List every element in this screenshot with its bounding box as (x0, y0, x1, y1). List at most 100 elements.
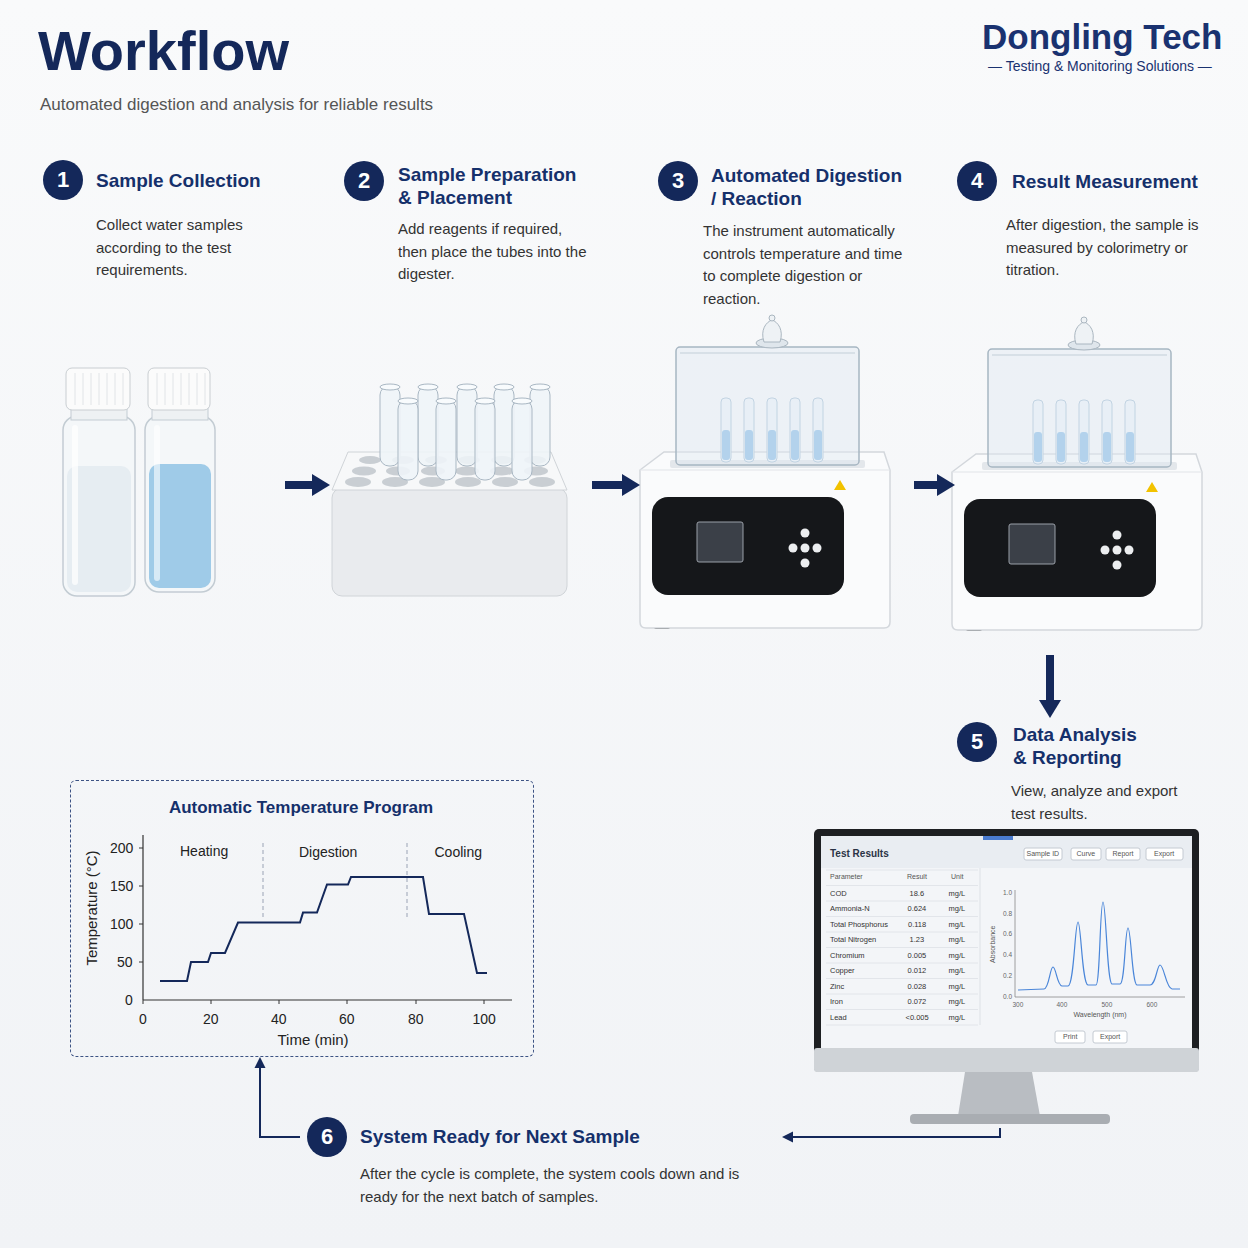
monitor (1018, 902, 1180, 990)
tick-label: 40 (271, 1011, 287, 1028)
tick-label: 0.2 (1003, 972, 1012, 980)
table-header: Parameter (830, 873, 863, 881)
step-heading: Data Analysis & Reporting (1013, 723, 1148, 769)
connector-line (792, 1128, 1000, 1137)
step-heading: Result Measurement (1012, 170, 1223, 193)
phase-label: Heating (180, 843, 228, 860)
table-cell: mg/L (949, 966, 966, 975)
table-header: Result (907, 873, 927, 881)
table-cell: COD (830, 889, 847, 898)
tube-rack (529, 477, 555, 487)
tube-rack (475, 400, 495, 480)
table-cell: Copper (830, 966, 855, 975)
tick-label: 50 (117, 954, 133, 971)
table-cell: mg/L (949, 951, 966, 960)
screen-button: Export (1154, 850, 1174, 858)
temperature-chart (263, 843, 264, 918)
tube-rack (398, 400, 418, 480)
tick-label: 100 (110, 916, 133, 933)
arrow-head (937, 474, 955, 496)
monitor (1093, 1031, 1127, 1043)
axis-title: Wavelength (nm) (1074, 1011, 1127, 1019)
step-description: The instrument automatically controls te… (703, 220, 903, 310)
tube-rack (418, 384, 438, 390)
table-cell: mg/L (949, 889, 966, 898)
table-cell: Iron (830, 997, 843, 1006)
step-number: 2 (344, 161, 384, 201)
digester (952, 317, 1202, 631)
table-cell: 0.072 (908, 997, 927, 1006)
tick-label: 80 (408, 1011, 424, 1028)
monitor (821, 836, 1192, 1048)
tick-label: 500 (1102, 1001, 1113, 1009)
sample-vials (75, 373, 123, 405)
arrow-head (622, 474, 640, 496)
tube-rack (359, 456, 381, 464)
screen-button: Curve (1077, 850, 1096, 858)
tube-rack (475, 398, 495, 404)
monitor (826, 870, 978, 1025)
screen-button: Sample ID (1027, 850, 1060, 858)
table-cell: <0.005 (906, 1013, 929, 1022)
tube-rack (457, 386, 477, 466)
table-cell: 18.6 (910, 889, 925, 898)
axis-title: Absorbance (989, 926, 997, 963)
arrow-head (782, 1132, 793, 1143)
tube-rack (512, 400, 532, 480)
brand-name: Dongling Tech (982, 16, 1222, 58)
sample-vials (63, 416, 135, 596)
sample-vials (63, 368, 215, 596)
phase-label: Cooling (435, 844, 482, 861)
flow-connector (255, 1057, 301, 1137)
table-cell: 0.624 (908, 904, 927, 913)
tube-rack (380, 386, 400, 466)
step-description: Add reagents if required, then place the… (398, 218, 588, 286)
step-number: 6 (307, 1117, 347, 1157)
tube-rack (530, 386, 550, 466)
tick-label: 200 (110, 840, 133, 857)
brand-tagline: — Testing & Monitoring Solutions — (988, 58, 1212, 75)
connector-line (914, 481, 938, 489)
axis-title: Time (min) (278, 1031, 349, 1049)
table-cell: Ammonia-N (830, 904, 870, 913)
step-node: 6System Ready for Next SampleAfter the c… (300, 1117, 782, 1214)
monitor (821, 836, 1192, 868)
table-cell: mg/L (949, 1013, 966, 1022)
tube-rack (492, 477, 518, 487)
connector-line (592, 481, 623, 489)
step-number: 3 (658, 161, 698, 201)
monitor (814, 829, 1199, 1124)
temperature-chart (143, 999, 512, 1000)
monitor (1146, 848, 1183, 860)
flow-connector (914, 474, 955, 496)
tick-label: 0.6 (1003, 930, 1012, 938)
tube-rack (436, 398, 456, 404)
table-cell: 0.012 (908, 966, 927, 975)
temperature-chart (139, 835, 512, 1004)
step-heading: Sample Collection (96, 169, 281, 192)
step-description: View, analyze and export test results. (1011, 780, 1186, 825)
tick-label: 100 (473, 1011, 496, 1028)
temperature-chart (160, 877, 487, 981)
step-description: Collect water samples according to the t… (96, 214, 281, 282)
arrow-head (312, 474, 330, 496)
table-cell: Total Phosphorus (830, 920, 888, 929)
step-number: 5 (957, 722, 997, 762)
screen-button: Report (1113, 850, 1134, 858)
flow-connector (782, 1128, 1000, 1143)
subtitle: Automated digestion and analysis for rel… (40, 95, 433, 115)
table-cell: Total Nitrogen (830, 935, 876, 944)
tick-label: 300 (1013, 1001, 1024, 1009)
tube-rack (436, 400, 456, 480)
arrow-head (255, 1057, 266, 1068)
table-cell: mg/L (949, 982, 966, 991)
phase-label: Digestion (299, 844, 357, 861)
monitor (980, 868, 981, 1025)
tube-rack (494, 384, 514, 390)
tube-rack (494, 386, 514, 466)
connector-line (285, 481, 313, 489)
table-cell: mg/L (949, 904, 966, 913)
tick-label: 60 (339, 1011, 355, 1028)
connector-line (260, 1067, 300, 1137)
tube-rack (418, 386, 438, 466)
